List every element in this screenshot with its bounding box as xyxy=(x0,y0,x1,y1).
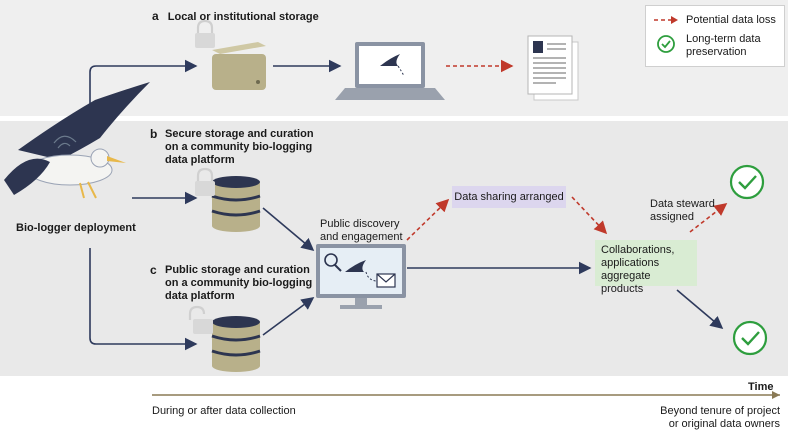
label-line: Public discovery xyxy=(320,218,400,230)
hard-drive-icon xyxy=(212,42,266,90)
deployment-label: Bio-logger deployment xyxy=(16,222,136,234)
flow-arrows xyxy=(89,59,724,351)
data-loss-arrows xyxy=(406,59,728,241)
padlock-closed-icon xyxy=(195,167,215,196)
section-title-line: Secure storage and curation xyxy=(165,128,314,140)
label-line: Beyond tenure of project xyxy=(660,405,780,417)
label-line: aggregate products xyxy=(601,270,651,295)
data-sharing-box: Data sharing arranged xyxy=(452,186,566,208)
collaborations-box: Collaborations, applications aggregate p… xyxy=(595,240,697,295)
timeline-end-label: Beyond tenure of project or original dat… xyxy=(640,405,780,431)
section-title-line: data platform xyxy=(165,290,235,302)
section-letter: a xyxy=(152,9,159,23)
label-line: applications xyxy=(601,257,660,269)
section-title-line: on a community bio-logging xyxy=(165,277,313,289)
section-a-title: a Local or institutional storage xyxy=(152,10,319,24)
section-title-line: Public storage and curation xyxy=(165,264,310,276)
legend-preservation-label: Long-term data preservation xyxy=(686,33,761,59)
public-discovery-label: Public discovery and engagement xyxy=(320,218,403,244)
padlock-open-icon xyxy=(188,305,213,334)
albatross-icon xyxy=(4,82,150,199)
envelope-icon xyxy=(365,271,396,288)
section-letter: c xyxy=(150,263,157,277)
label-line: Collaborations, xyxy=(601,244,675,256)
section-title: Local or institutional storage xyxy=(167,11,319,23)
legend: Potential data loss Long-term data prese… xyxy=(645,5,785,67)
checkmark-icon xyxy=(729,164,765,200)
section-title-line: data platform xyxy=(165,154,235,166)
database-icon xyxy=(211,176,261,232)
label-line: assigned xyxy=(650,211,695,223)
label-line: preservation xyxy=(686,46,747,58)
timeline-axis xyxy=(152,391,780,399)
legend-loss-label: Potential data loss xyxy=(686,14,776,26)
laptop-icon xyxy=(335,42,445,100)
checkmark-icon xyxy=(732,320,768,356)
magnifier-icon xyxy=(324,253,342,272)
database-icon xyxy=(211,316,261,372)
data-steward-label: Data steward assigned xyxy=(650,198,715,224)
section-title-line: on a community bio-logging xyxy=(165,141,313,153)
padlock-closed-icon xyxy=(195,19,215,48)
label-line: Long-term data xyxy=(686,33,761,45)
section-letter: b xyxy=(150,127,158,141)
document-icon xyxy=(527,35,579,101)
label-line: Data steward xyxy=(650,198,715,210)
legend-symbols xyxy=(654,16,678,53)
label-line: and engagement xyxy=(320,231,403,243)
label-line: or original data owners xyxy=(668,418,780,430)
timeline-title: Time xyxy=(748,381,774,393)
timeline-start-label: During or after data collection xyxy=(152,405,296,417)
